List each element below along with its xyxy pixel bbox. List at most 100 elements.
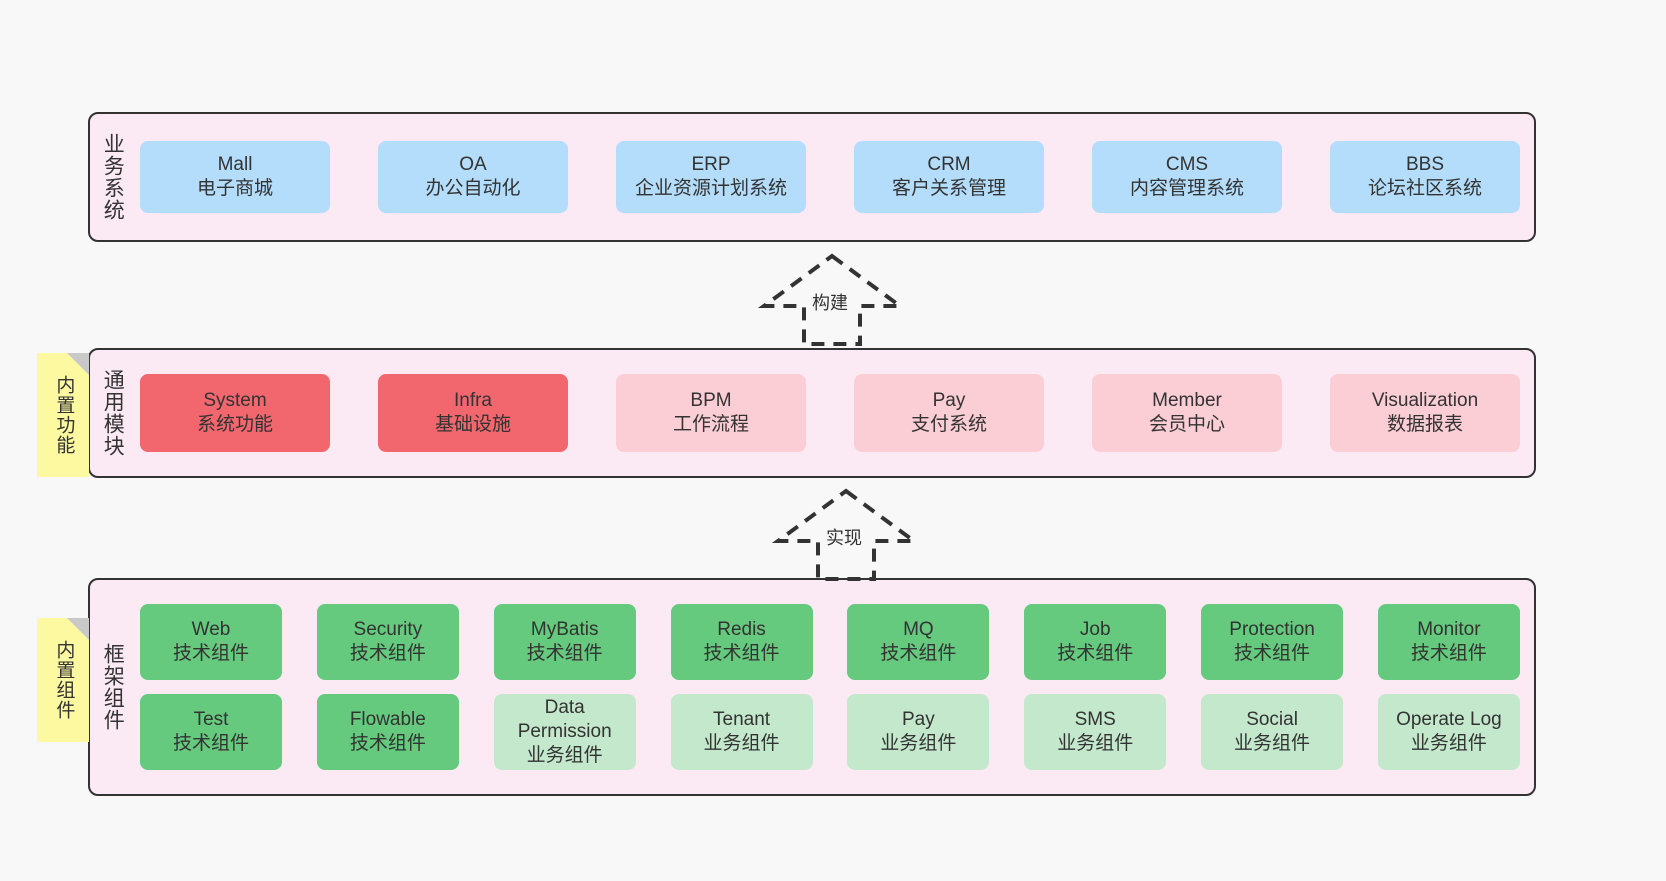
card-title: Visualization [1371, 389, 1479, 411]
card-title: CMS [1165, 153, 1209, 175]
common-module-card-5[interactable]: Visualization 数据报表 [1330, 374, 1520, 452]
card-subtitle: 客户关系管理 [891, 178, 1006, 199]
card-subtitle: 业务组件 [1234, 733, 1311, 754]
business-system-card-4[interactable]: CMS 内容管理系统 [1092, 141, 1282, 213]
card-subtitle: 论坛社区系统 [1367, 178, 1482, 199]
layer-business-system-title: 业务系统 [101, 133, 125, 221]
framework-component-card-2[interactable]: MyBatis 技术组件 [493, 604, 636, 680]
framework-component-card-10[interactable]: Data Permission 业务组件 [493, 694, 636, 770]
card-title: OA [459, 153, 487, 175]
layer-common-module-title: 通用模块 [101, 369, 125, 457]
framework-component-card-9[interactable]: Flowable 技术组件 [316, 694, 459, 770]
note-builtin-function: 内置功能 [37, 353, 89, 477]
card-subtitle: 技术组件 [349, 643, 426, 664]
card-subtitle: 技术组件 [880, 643, 957, 664]
framework-component-card-3[interactable]: Redis 技术组件 [670, 604, 813, 680]
card-title: Security [353, 618, 423, 640]
card-subtitle: 技术组件 [1057, 643, 1134, 664]
framework-component-card-12[interactable]: Pay 业务组件 [847, 694, 990, 770]
card-subtitle: 业务组件 [880, 733, 957, 754]
note-builtin-function-label: 内置功能 [53, 375, 75, 455]
card-subtitle: 系统功能 [196, 414, 273, 435]
card-title: SMS [1074, 708, 1116, 730]
card-subtitle: 技术组件 [349, 733, 426, 754]
generalization-arrow-implement [771, 488, 921, 581]
framework-component-card-13[interactable]: SMS 业务组件 [1024, 694, 1167, 770]
card-title: Member [1152, 389, 1222, 411]
business-system-card-3[interactable]: CRM 客户关系管理 [854, 141, 1044, 213]
card-subtitle: 业务组件 [526, 745, 603, 767]
card-subtitle: 电子商城 [196, 178, 273, 199]
card-subtitle: 企业资源计划系统 [634, 178, 787, 199]
card-title: Redis [717, 618, 766, 640]
framework-component-card-1[interactable]: Security 技术组件 [316, 604, 459, 680]
framework-component-card-15[interactable]: Operate Log 业务组件 [1377, 694, 1520, 770]
card-title: System [203, 389, 267, 411]
framework-component-card-7[interactable]: Monitor 技术组件 [1377, 604, 1520, 680]
card-subtitle: 业务组件 [1410, 733, 1487, 754]
card-subtitle: 技术组件 [526, 643, 603, 664]
card-subtitle: 技术组件 [1234, 643, 1311, 664]
card-subtitle: 内容管理系统 [1129, 178, 1244, 199]
card-subtitle: 技术组件 [703, 643, 780, 664]
card-title: MyBatis [530, 618, 599, 640]
card-subtitle: 业务组件 [703, 733, 780, 754]
common-module-card-4[interactable]: Member 会员中心 [1092, 374, 1282, 452]
common-module-card-1[interactable]: Infra 基础设施 [378, 374, 568, 452]
business-system-card-0[interactable]: Mall 电子商城 [140, 141, 330, 213]
card-title: Operate Log [1396, 708, 1502, 730]
card-subtitle: 支付系统 [910, 414, 987, 435]
card-subtitle: 技术组件 [1410, 643, 1487, 664]
card-title: Pay [932, 389, 966, 411]
card-title: MQ [903, 618, 934, 640]
card-subtitle: 办公自动化 [425, 178, 521, 199]
card-subtitle: 数据报表 [1386, 414, 1463, 435]
card-title: Pay [902, 708, 935, 730]
card-title: Flowable [349, 708, 426, 730]
framework-component-card-4[interactable]: MQ 技术组件 [847, 604, 990, 680]
note-fold-corner-icon [67, 618, 89, 640]
common-module-card-3[interactable]: Pay 支付系统 [854, 374, 1044, 452]
card-title: Monitor [1417, 618, 1481, 640]
note-builtin-component: 内置组件 [37, 618, 89, 742]
card-title: Data Permission [517, 696, 612, 742]
connector-label-build: 构建 [812, 293, 848, 313]
business-system-card-1[interactable]: OA 办公自动化 [378, 141, 568, 213]
business-system-card-5[interactable]: BBS 论坛社区系统 [1330, 141, 1520, 213]
card-title: CRM [927, 153, 971, 175]
card-subtitle: 业务组件 [1057, 733, 1134, 754]
card-subtitle: 基础设施 [434, 414, 511, 435]
card-title: BBS [1405, 153, 1445, 175]
card-title: Web [191, 618, 231, 640]
card-subtitle: 会员中心 [1148, 414, 1225, 435]
card-subtitle: 工作流程 [672, 414, 749, 435]
framework-component-card-0[interactable]: Web 技术组件 [140, 604, 282, 680]
common-module-card-0[interactable]: System 系统功能 [140, 374, 330, 452]
card-title: Mall [217, 153, 253, 175]
layer-framework-component-title: 框架组件 [101, 643, 125, 731]
generalization-arrow-build [757, 253, 907, 346]
note-builtin-component-label: 内置组件 [53, 640, 75, 720]
card-subtitle: 技术组件 [172, 733, 249, 754]
card-title: Infra [453, 389, 493, 411]
note-fold-corner-icon [67, 353, 89, 375]
card-subtitle: 技术组件 [172, 643, 249, 664]
